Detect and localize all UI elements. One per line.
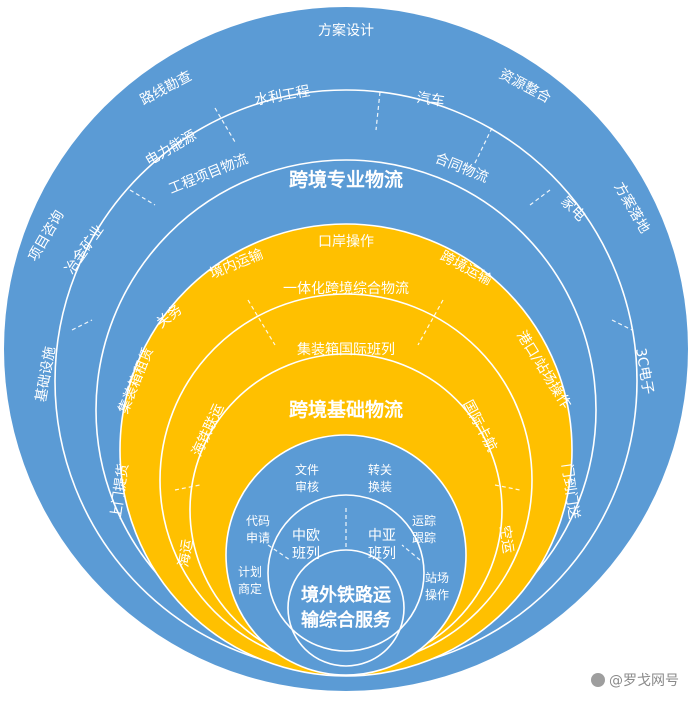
label-kongyun: 空运	[496, 524, 516, 554]
label-kouan-caozuo: 口岸操作	[318, 234, 374, 250]
label-qiche: 汽车	[416, 89, 446, 110]
label-jizhuangxiang-banlie: 集装箱国际班列	[297, 341, 395, 358]
middle-title: 跨境基础物流	[289, 398, 403, 421]
label-jihua: 计划	[238, 565, 262, 579]
label-daima: 代码	[246, 514, 270, 528]
watermark: @罗戈网号	[591, 670, 679, 690]
label-3c-dianzi: 3C电子	[632, 347, 656, 396]
label-yitihua: 一体化跨境综合物流	[283, 281, 409, 297]
label-banlie-1: 班列	[292, 546, 320, 562]
label-zhongya: 中亚	[368, 528, 396, 544]
watermark-logo-icon	[591, 673, 605, 687]
outer-title: 跨境专业物流	[289, 168, 403, 191]
label-shenqing: 申请	[246, 531, 270, 545]
label-huanzhuang: 换装	[368, 480, 392, 494]
label-zhuanguan: 转关	[368, 462, 392, 477]
inner-ring-1	[267, 494, 425, 652]
label-caozuo: 操作	[425, 587, 449, 602]
label-zhanchang: 站场	[425, 571, 449, 585]
watermark-text: @罗戈网号	[609, 673, 679, 689]
label-shangding: 商定	[238, 581, 262, 596]
label-mendao-songmen: 门到门送	[558, 463, 582, 521]
inner-title-line1: 境外铁路运	[301, 584, 391, 606]
label-genzong: 跟踪	[412, 531, 436, 545]
label-banlie-2: 班列	[368, 546, 396, 562]
label-shenhe: 审核	[295, 479, 319, 494]
label-wenjian: 文件	[295, 462, 319, 477]
label-zhongou: 中欧	[292, 528, 320, 544]
inner-title-line2: 输综合服务	[301, 609, 392, 631]
label-haiyun: 海运	[176, 538, 197, 568]
label-fangan-sheji: 方案设计	[318, 22, 374, 39]
inner-circle	[225, 434, 467, 676]
inner-ring-2	[287, 549, 405, 667]
label-yunzong: 运踪	[412, 514, 436, 528]
